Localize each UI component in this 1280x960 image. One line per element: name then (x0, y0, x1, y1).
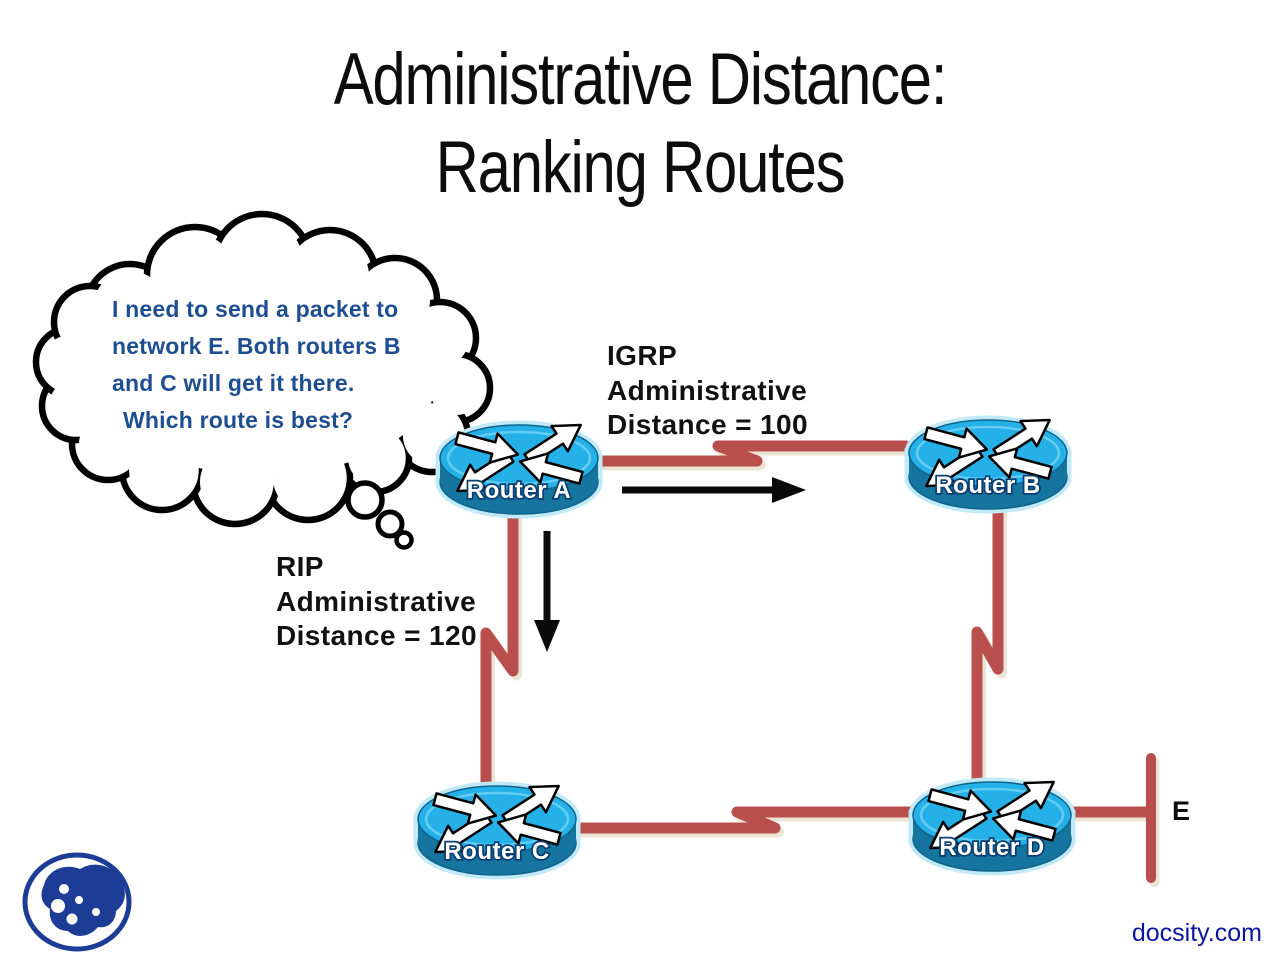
thought-line: Which route is best? (123, 407, 354, 433)
thought-line: I need to send a packet to (112, 296, 399, 322)
thought-line: network E. Both routers B (112, 333, 401, 359)
thought-bubble-text: I need to send a packet to network E. Bo… (112, 291, 452, 439)
router-c-icon: Router C (418, 773, 576, 875)
router-a-label: Router A (467, 477, 571, 504)
docsity-logo-icon (22, 852, 132, 952)
router-d-icon: Router D (913, 769, 1071, 871)
thought-cloud-icon (32, 210, 494, 550)
igrp-line: Distance = 100 (607, 409, 808, 440)
router-d-label: Router D (939, 834, 1044, 861)
router-c-label: Router C (444, 838, 549, 865)
link-b-d (971, 502, 1004, 792)
igrp-line: Administrative (607, 374, 808, 406)
route-direction-arrows (534, 477, 806, 652)
title-line-2: Ranking Routes (435, 127, 846, 208)
page-title: Administrative Distance: Ranking Routes (115, 36, 1165, 212)
docsity-link[interactable]: docsity.com (1131, 919, 1262, 947)
rip-line: Distance = 120 (276, 620, 477, 651)
network-e-label: E (1172, 796, 1191, 826)
link-c-d (572, 806, 917, 834)
link-a-b (592, 440, 912, 467)
rip-line: Administrative (276, 585, 477, 617)
rip-distance-annotation: RIP Administrative Distance = 120 (276, 550, 477, 654)
igrp-line: IGRP (607, 340, 678, 371)
thought-line: and C will get it there. (112, 370, 355, 396)
router-b-icon: Router B (909, 407, 1067, 509)
rip-line: RIP (276, 551, 324, 582)
title-line-1: Administrative Distance: (333, 39, 948, 120)
igrp-distance-annotation: IGRP Administrative Distance = 100 (607, 339, 808, 443)
link-a-c (480, 506, 519, 796)
router-b-label: Router B (935, 472, 1040, 499)
router-a-icon: Router A (440, 412, 598, 514)
